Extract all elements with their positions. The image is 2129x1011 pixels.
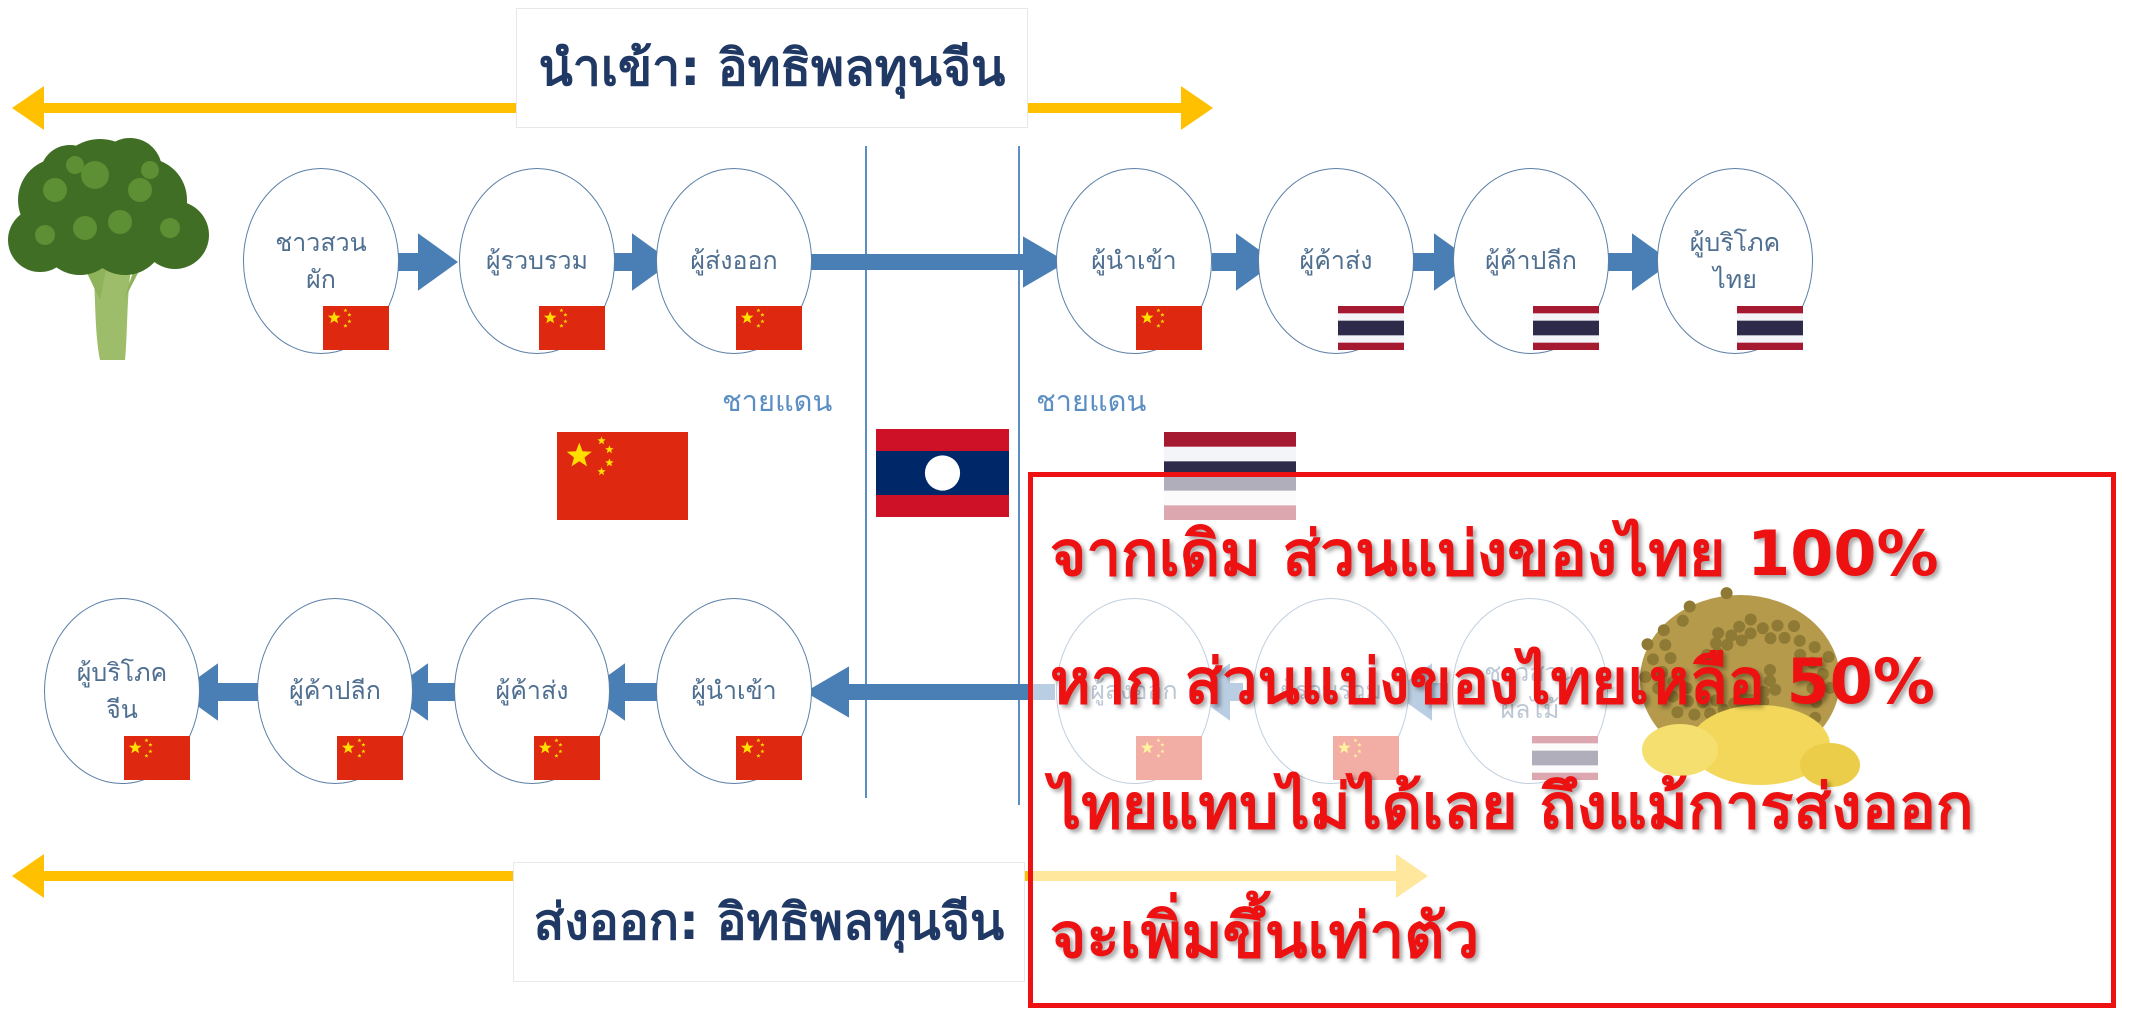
china-flag-large — [557, 432, 688, 520]
note-line-2: หาก ส่วนแบ่งของไทยเหลือ 50% — [1050, 645, 1935, 718]
note-line-3: ไทยแทบไม่ได้เลย ถึงแม้การส่งออก — [1050, 770, 1974, 843]
export-node-label: ผู้นำเข้า — [691, 676, 777, 706]
import-node-label: ผู้ค้าส่ง — [1299, 246, 1373, 276]
export-node-label: ผู้บริโภค จีน — [76, 657, 168, 725]
import-title: นำเข้า: อิทธิพลทุนจีน — [538, 38, 1006, 97]
import-node-2: ผู้รวบรวม — [459, 168, 615, 354]
arrow-import-6 — [1605, 233, 1672, 291]
export-node-flag-3 — [534, 736, 600, 780]
import-title-box: นำเข้า: อิทธิพลทุนจีน — [516, 8, 1028, 128]
import-node-label: ผู้บริโภค ไทย — [1689, 227, 1781, 295]
note-line-4: จะเพิ่มขึ้นเท่าตัว — [1050, 899, 1480, 972]
import-node-flag-1 — [323, 306, 389, 350]
import-node-label: ผู้นำเข้า — [1091, 246, 1177, 276]
arrow-import-4 — [1212, 233, 1276, 291]
export-node-flag-2 — [337, 736, 403, 780]
laos-flag-large — [876, 429, 1009, 517]
export-node-label: ผู้ค้าส่ง — [495, 676, 569, 706]
export-title: ส่งออก: อิทธิพลทุนจีน — [533, 892, 1005, 951]
import-node-flag-2 — [539, 306, 605, 350]
export-title-box: ส่งออก: อิทธิพลทุนจีน — [513, 862, 1025, 982]
export-node-label: ผู้ค้าปลีก — [289, 676, 381, 706]
import-node-label: ผู้รวบรวม — [486, 246, 588, 276]
import-node-flag-6 — [1533, 306, 1599, 350]
import-node-1: ชาวสวน ผัก — [243, 168, 399, 354]
broccoli-icon — [8, 138, 209, 360]
import-node-flag-3 — [736, 306, 802, 350]
import-node-label: ผู้ส่งออก — [690, 246, 778, 276]
import-node-flag-4 — [1136, 306, 1202, 350]
arrow-import-border — [796, 236, 1067, 288]
export-node-flag-4 — [736, 736, 802, 780]
import-node-flag-7 — [1737, 306, 1803, 350]
export-node-3: ผู้ค้าส่ง — [454, 598, 610, 784]
border-label-laos-thailand: ชายแดน — [1036, 384, 1147, 418]
import-node-label: ชาวสวน ผัก — [275, 227, 367, 295]
export-node-flag-1 — [124, 736, 190, 780]
border-label-china-laos: ชายแดน — [722, 384, 833, 418]
durian-icon — [1639, 587, 1860, 787]
note-box — [1028, 472, 2116, 1008]
import-node-label: ผู้ค้าปลีก — [1485, 246, 1577, 276]
arrow-export-border — [805, 666, 1055, 718]
import-node-flag-5 — [1338, 306, 1404, 350]
note-line-1: จากเดิม ส่วนแบ่งของไทย 100% — [1050, 517, 1939, 590]
